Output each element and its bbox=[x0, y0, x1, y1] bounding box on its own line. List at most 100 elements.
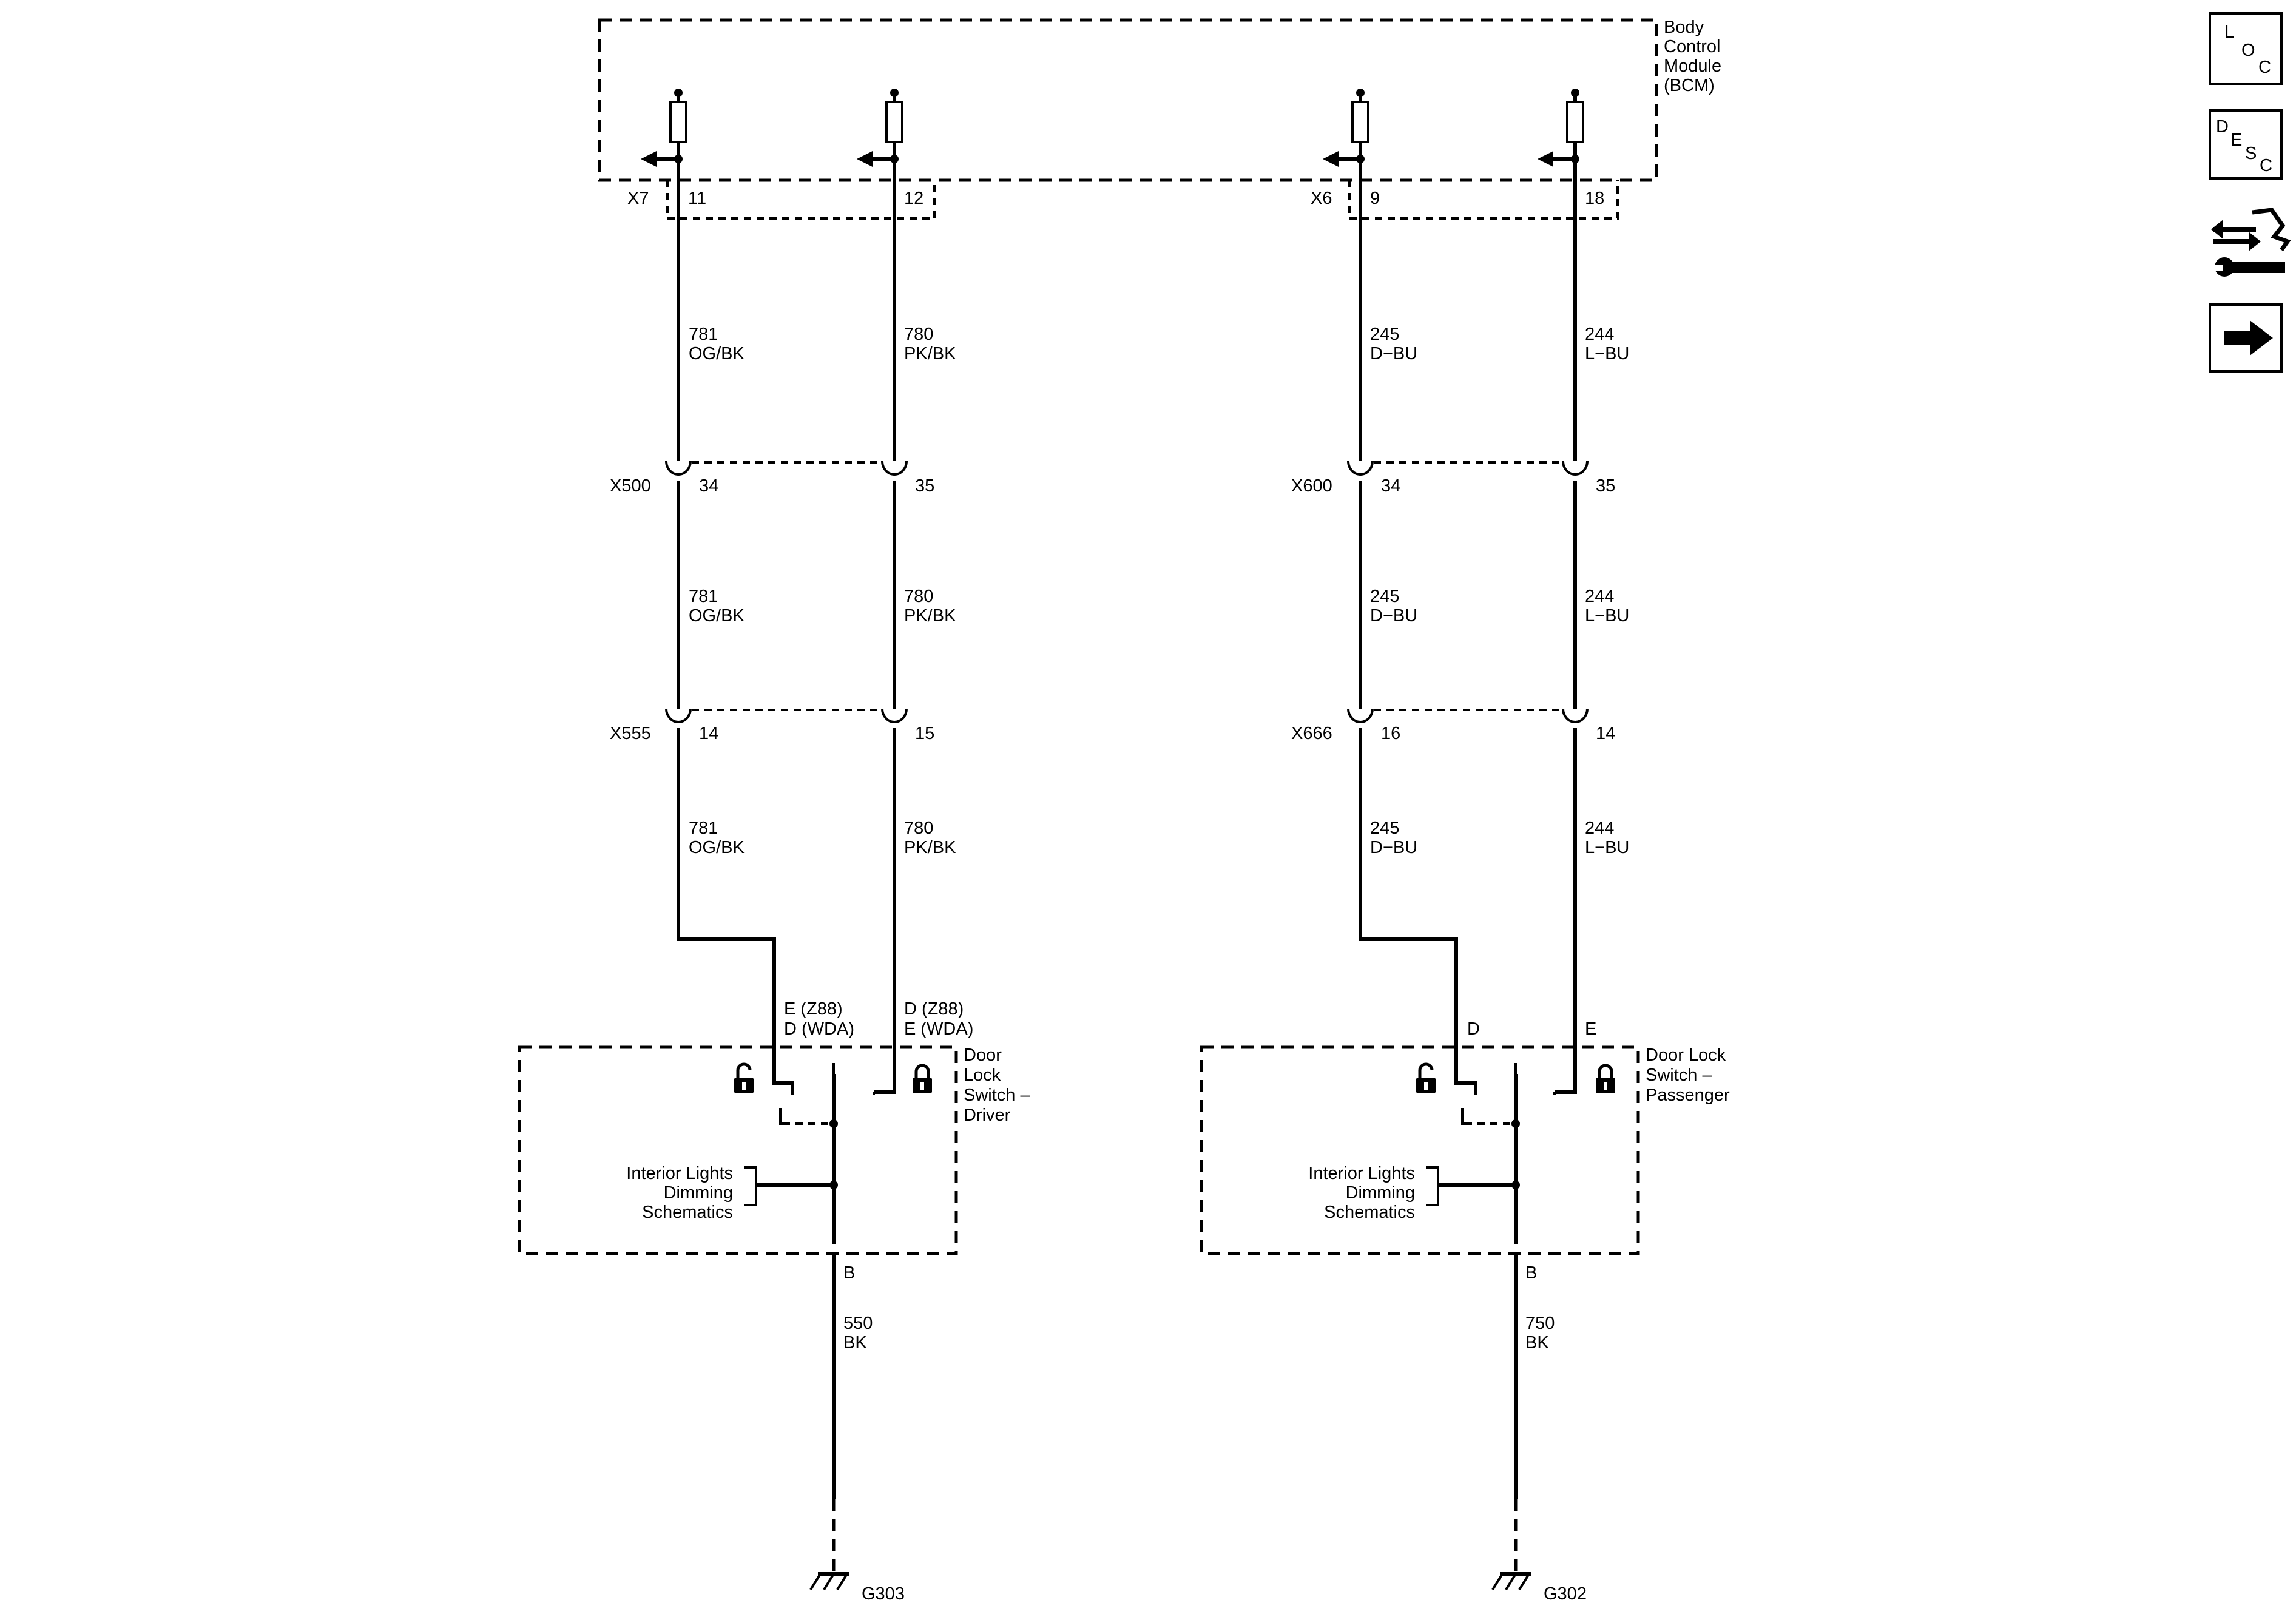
bcm-input-780 bbox=[857, 89, 903, 167]
wire-245-circuit: 245 bbox=[1370, 325, 1399, 344]
next-arrow-button[interactable] bbox=[2209, 303, 2283, 373]
driver-dimming-1: Interior Lights bbox=[626, 1164, 733, 1183]
passenger-dimming-3: Schematics bbox=[1324, 1203, 1415, 1222]
desc-letter-s: S bbox=[2245, 144, 2257, 163]
wire-781-circuit: 781 bbox=[689, 587, 718, 606]
desc-letter-c: C bbox=[2260, 156, 2272, 175]
wire-245-color: D−BU bbox=[1370, 838, 1417, 857]
wire-244-color: L−BU bbox=[1585, 838, 1629, 857]
wire-245-circuit: 245 bbox=[1370, 819, 1399, 838]
pin-x500-35: 35 bbox=[915, 476, 934, 496]
pin-x7-11: 11 bbox=[688, 189, 706, 208]
wire-780-circuit: 780 bbox=[904, 819, 933, 838]
driver-pin-left-2: D (WDA) bbox=[784, 1019, 854, 1039]
driver-dimming-3: Schematics bbox=[642, 1203, 733, 1222]
connector-x600-label: X600 bbox=[1291, 476, 1332, 496]
bcm-label-line-4: (BCM) bbox=[1664, 76, 1715, 95]
wire-781-color: OG/BK bbox=[689, 838, 745, 857]
driver-switch-title-2: Lock bbox=[964, 1065, 1001, 1085]
wire-750-color: BK bbox=[1525, 1333, 1549, 1352]
lock-icon bbox=[913, 1064, 932, 1093]
wire-550-circuit: 550 bbox=[843, 1314, 873, 1333]
driver-switch-title-3: Switch – bbox=[964, 1085, 1030, 1105]
wire-labels: 781 OG/BK 780 PK/BK 245 D−BU 244 L−BU 78… bbox=[689, 325, 1629, 857]
driver-switch-title-4: Driver bbox=[964, 1106, 1011, 1125]
driver-pin-left-1: E (Z88) bbox=[784, 999, 843, 1019]
lock-icon bbox=[1596, 1064, 1615, 1093]
wire-244-color: L−BU bbox=[1585, 606, 1629, 626]
connector-x500-label: X500 bbox=[610, 476, 651, 496]
wire-780-color: PK/BK bbox=[904, 344, 956, 363]
unlock-icon bbox=[734, 1062, 754, 1093]
passenger-switch-title-1: Door Lock bbox=[1646, 1045, 1726, 1065]
wire-245-color: D−BU bbox=[1370, 344, 1417, 363]
driver-dimming-2: Dimming bbox=[664, 1183, 733, 1203]
wire-780-circuit: 780 bbox=[904, 325, 933, 344]
unlock-icon bbox=[1416, 1062, 1436, 1093]
passenger-dimming-1: Interior Lights bbox=[1308, 1164, 1415, 1183]
wires bbox=[677, 159, 1577, 1095]
passenger-dimming-2: Dimming bbox=[1346, 1183, 1415, 1203]
pin-x555-15: 15 bbox=[915, 724, 934, 743]
driver-ground-pin: B bbox=[843, 1263, 855, 1283]
desc-letter-e: E bbox=[2230, 130, 2242, 150]
driver-pin-right-2: E (WDA) bbox=[904, 1019, 973, 1039]
wire-244-circuit: 244 bbox=[1585, 587, 1614, 606]
door-lock-switch-driver: Door Lock Switch – Driver E (Z88) D (WDA… bbox=[518, 999, 1030, 1283]
pin-x600-35: 35 bbox=[1596, 476, 1615, 496]
driver-pin-right-1: D (Z88) bbox=[904, 999, 964, 1019]
connector-wrench-icon[interactable] bbox=[2211, 208, 2291, 277]
wire-245-color: D−BU bbox=[1370, 606, 1417, 626]
loc-letter-o: O bbox=[2241, 41, 2255, 60]
pin-x6-9: 9 bbox=[1370, 189, 1380, 208]
bcm-module: Body Control Module (BCM) bbox=[598, 18, 1721, 220]
wire-244-circuit: 244 bbox=[1585, 325, 1614, 344]
connector-x666-label: X666 bbox=[1291, 724, 1332, 743]
loc-letter-c: C bbox=[2258, 58, 2271, 77]
loc-letter-l: L bbox=[2224, 22, 2234, 42]
ground-driver: 550 BK G303 bbox=[809, 1254, 905, 1604]
ground-passenger: 750 BK G302 bbox=[1491, 1254, 1587, 1604]
connector-x555-label: X555 bbox=[610, 724, 651, 743]
ground-g303-label: G303 bbox=[862, 1584, 905, 1604]
pin-x600-34: 34 bbox=[1381, 476, 1400, 496]
wire-781-color: OG/BK bbox=[689, 344, 745, 363]
desc-button[interactable]: D E S C bbox=[2209, 109, 2283, 180]
wire-780-circuit: 780 bbox=[904, 587, 933, 606]
pin-x666-14: 14 bbox=[1596, 724, 1615, 743]
pin-x7-12: 12 bbox=[904, 189, 923, 208]
passenger-ground-pin: B bbox=[1525, 1263, 1537, 1283]
wire-550-color: BK bbox=[843, 1333, 867, 1352]
bcm-input-244 bbox=[1538, 89, 1584, 167]
connector-x666: X666 16 14 bbox=[1291, 708, 1615, 743]
pin-x6-18: 18 bbox=[1585, 189, 1604, 208]
wire-781-circuit: 781 bbox=[689, 819, 718, 838]
ground-g302-label: G302 bbox=[1544, 1584, 1587, 1604]
passenger-switch-title-2: Switch – bbox=[1646, 1065, 1712, 1085]
connector-x6-label: X6 bbox=[1311, 189, 1332, 208]
connector-x600: X600 34 35 bbox=[1291, 461, 1615, 496]
bcm-label-line-1: Body bbox=[1664, 18, 1704, 37]
connector-x500: X500 34 35 bbox=[610, 461, 934, 496]
wire-245-circuit: 245 bbox=[1370, 587, 1399, 606]
pin-x666-16: 16 bbox=[1381, 724, 1400, 743]
bcm-label-line-3: Module bbox=[1664, 56, 1721, 76]
wire-244-color: L−BU bbox=[1585, 344, 1629, 363]
bcm-input-245 bbox=[1323, 89, 1369, 167]
pin-x555-14: 14 bbox=[699, 724, 718, 743]
driver-switch-title-1: Door bbox=[964, 1045, 1002, 1065]
door-lock-switch-passenger: Door Lock Switch – Passenger D E Interio… bbox=[1200, 1019, 1730, 1283]
passenger-switch-title-3: Passenger bbox=[1646, 1085, 1730, 1105]
passenger-pin-right: E bbox=[1585, 1019, 1596, 1039]
loc-button[interactable]: L O C bbox=[2209, 12, 2283, 85]
desc-letter-d: D bbox=[2216, 117, 2229, 137]
bcm-label-line-2: Control bbox=[1664, 37, 1721, 56]
connector-x555: X555 14 15 bbox=[610, 708, 934, 743]
pin-x500-34: 34 bbox=[699, 476, 718, 496]
wire-780-color: PK/BK bbox=[904, 838, 956, 857]
passenger-pin-left: D bbox=[1467, 1019, 1480, 1039]
wire-750-circuit: 750 bbox=[1525, 1314, 1555, 1333]
connector-x7-label: X7 bbox=[627, 189, 649, 208]
wire-781-color: OG/BK bbox=[689, 606, 745, 626]
